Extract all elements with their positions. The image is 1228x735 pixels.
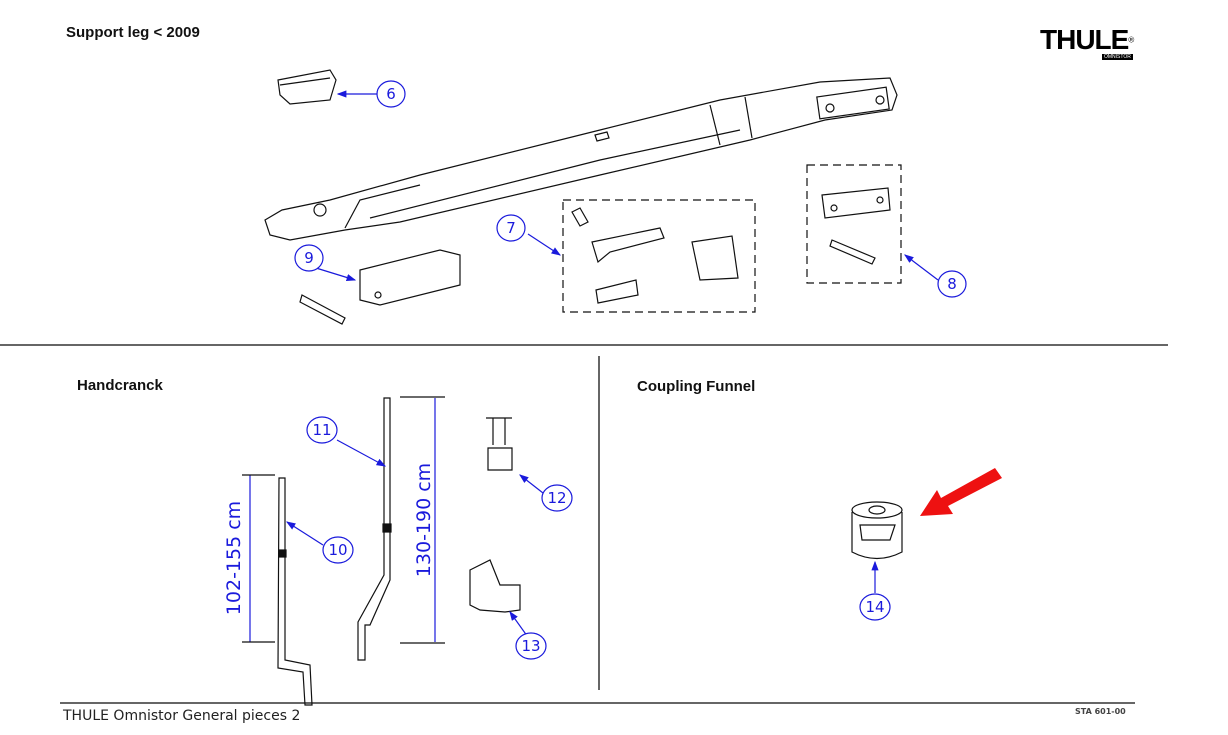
part-14-drawing [851,501,903,560]
logo-brand: THULE [1040,24,1129,55]
part-9-drawing [299,249,461,325]
part-7-drawing [571,207,739,304]
callout-11: 11 [312,421,331,439]
part-12-drawing [486,417,513,471]
part-6-drawing [277,69,337,105]
section-title-handcrank: Handcranck [77,377,163,394]
callout-10: 10 [328,541,347,559]
support-leg-drawing [264,77,898,241]
callout-7: 7 [506,219,516,237]
callout-12: 12 [547,489,566,507]
group-7-box [562,199,756,313]
callout-leaders [285,90,939,641]
callout-8: 8 [947,275,957,293]
dimension-10 [242,474,275,643]
callout-14: 14 [865,598,884,616]
dimension-label-10: 102-155 cm [223,501,245,615]
section-title-coupling-funnel: Coupling Funnel [637,378,756,395]
callout-13: 13 [521,637,540,655]
handcrank-11-drawing [357,397,392,661]
dimension-label-11: 130-190 cm [413,463,435,577]
highlight-arrow-icon [920,468,1002,516]
callout-circles [294,80,967,660]
thule-logo: THULE® OMNISTOR [1040,24,1135,60]
section-title-support-leg: Support leg < 2009 [66,24,200,41]
callout-9: 9 [304,249,314,267]
dimension-11 [400,396,445,644]
logo-subtitle: OMNISTOR [1102,54,1133,60]
logo-registered-mark: ® [1128,35,1135,45]
part-13-drawing [469,559,521,613]
group-8-box [806,164,902,284]
callout-6: 6 [386,85,396,103]
part-8-drawing [821,187,891,265]
footer-text: THULE Omnistor General pieces 2 [63,708,301,724]
handcrank-10-drawing [277,477,313,706]
document-code: STA 601-00 [1075,707,1126,716]
